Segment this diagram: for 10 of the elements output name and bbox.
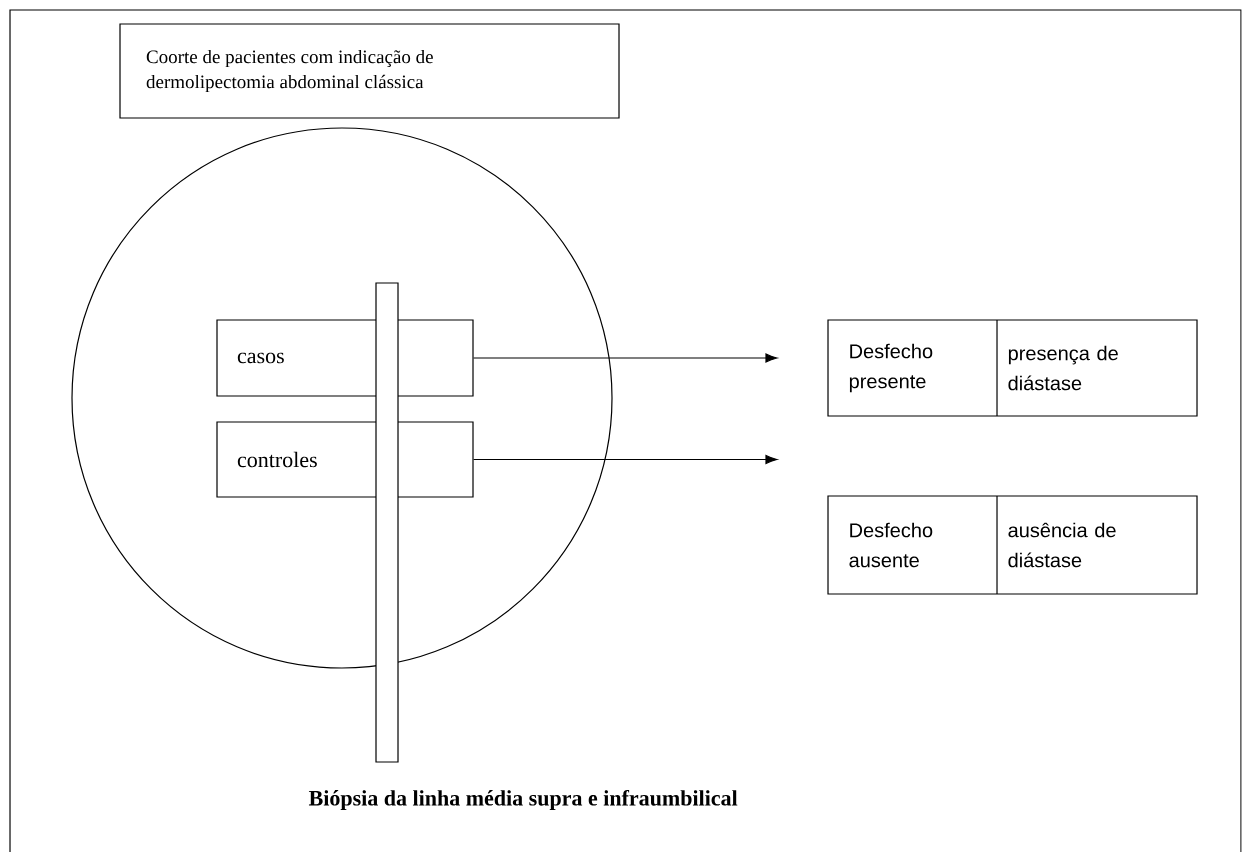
arrow: [473, 353, 778, 363]
group-box: controles: [216, 421, 474, 498]
arrow: [473, 454, 778, 465]
outcome-table: Desfecho presente presença de diástase: [827, 319, 1198, 417]
group-box: casos: [216, 319, 474, 397]
cohort-box: Coorte de pacientes com indicação de dermolipectomia abdominal clássica: [119, 23, 620, 119]
circle: [71, 127, 613, 669]
vertical-bar: [375, 282, 399, 763]
outcome-table: Desfecho ausente ausência de diástase: [827, 495, 1198, 595]
caption: Biópsia da linha média supra e infraumbilical: [308, 789, 738, 811]
